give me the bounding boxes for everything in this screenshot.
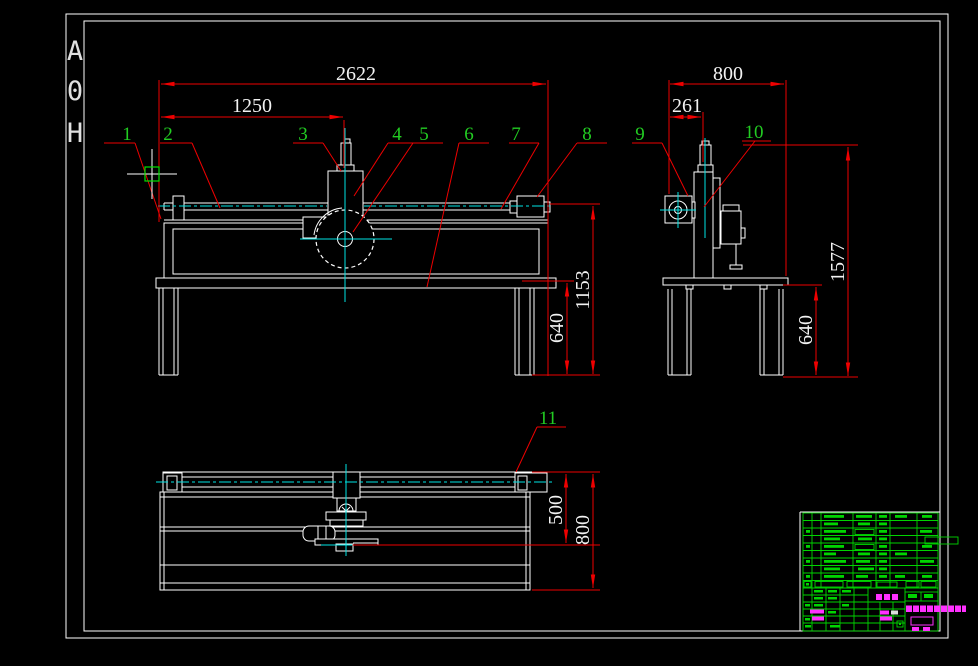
callout-8: 8 xyxy=(582,124,592,145)
column-slide xyxy=(693,171,714,279)
sheet-border xyxy=(65,13,949,639)
dim-side-leg-height: 640 xyxy=(795,315,817,345)
pickbox xyxy=(144,166,160,182)
side-view-dimensions: 800 261 1577 640 xyxy=(668,63,858,378)
callout-9: 9 xyxy=(635,124,645,145)
top-view-dimensions: 11 500 800 xyxy=(353,408,600,591)
blade-guard-arc xyxy=(313,207,343,236)
sheet-size-label: A 0 H xyxy=(67,36,83,149)
front-view-dimensions: 2622 1250 1153 640 xyxy=(158,63,600,376)
callout-1: 1 xyxy=(122,124,132,145)
dim-side-overall-height: 1577 xyxy=(827,242,849,282)
top-view-geometry xyxy=(159,471,548,591)
spindle-shaft xyxy=(340,142,352,166)
signature-label-magenta xyxy=(876,594,898,600)
callout-7: 7 xyxy=(511,124,521,145)
dim-blade-center: 1250 xyxy=(232,95,272,117)
dim-overall-height: 1153 xyxy=(572,270,594,309)
sheet-size-char-0: 0 xyxy=(67,76,83,107)
callout-6: 6 xyxy=(464,124,474,145)
callout-5: 5 xyxy=(419,124,429,145)
side-view-geometry xyxy=(662,140,789,376)
title-block-lower xyxy=(802,587,966,632)
crosshair-cursor xyxy=(127,149,177,199)
dim-front-leg-height: 640 xyxy=(546,313,568,343)
sheet-size-char-h: H xyxy=(67,118,83,149)
parts-list-table xyxy=(802,512,959,589)
dim-overall-depth: 800 xyxy=(713,63,743,85)
drawing-title-magenta xyxy=(906,605,966,612)
protruding-note-box xyxy=(924,536,959,545)
title-block xyxy=(799,511,966,632)
dim-overall-width: 2622 xyxy=(336,63,376,85)
front-view-callouts: 1 2 3 4 5 6 7 8 xyxy=(104,124,607,288)
side-view-callouts: 9 10 xyxy=(632,122,771,208)
centerlines xyxy=(156,128,706,556)
scale-box-magenta xyxy=(910,616,934,626)
callout-2: 2 xyxy=(163,124,173,145)
callout-11: 11 xyxy=(539,408,557,429)
dim-table-depth: 800 xyxy=(572,515,594,545)
sheet-size-char-a: A xyxy=(67,36,83,67)
callout-4: 4 xyxy=(392,124,402,145)
dim-column-offset: 261 xyxy=(672,95,702,117)
dim-carriage-center: 500 xyxy=(545,495,567,525)
front-view-geometry xyxy=(155,138,557,376)
callout-10: 10 xyxy=(745,122,764,143)
callout-3: 3 xyxy=(298,124,308,145)
parts-list-text-blocks xyxy=(803,515,959,588)
side-motor xyxy=(720,210,742,245)
